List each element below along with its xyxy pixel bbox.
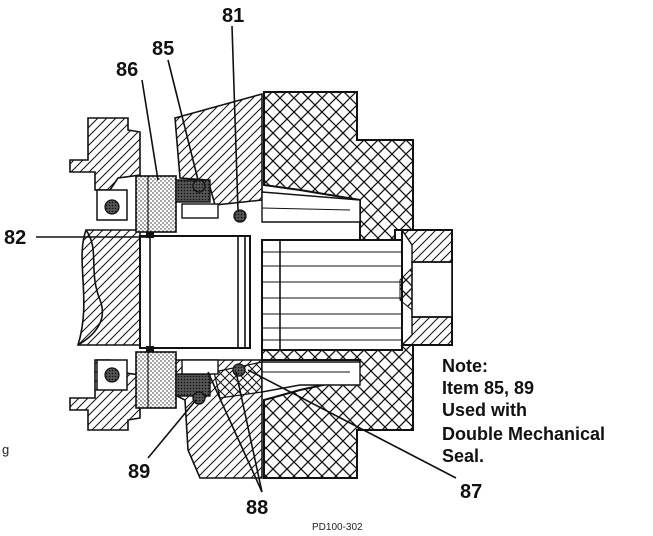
callout-82: 82 — [4, 227, 26, 249]
leader-85 — [167, 59, 199, 181]
drawing-number: PD100-302 — [312, 522, 363, 533]
o-ring-85 — [192, 179, 206, 193]
leader-88b — [235, 371, 263, 493]
callout-87: 87 — [460, 481, 482, 503]
leader-lines — [36, 25, 457, 493]
seal-sleeve — [139, 232, 251, 352]
note-line-1: Note: — [442, 356, 488, 376]
leader-81 — [231, 25, 239, 211]
callout-81: 81 — [222, 5, 244, 27]
callout-85: 85 — [152, 38, 174, 60]
leader-86 — [141, 79, 159, 181]
callout-86: 86 — [116, 59, 138, 81]
leader-89 — [147, 399, 197, 459]
edge-text-fragment: g — [2, 442, 9, 457]
shaft-end-splines — [261, 239, 403, 351]
note-line-5: Seal. — [442, 446, 484, 466]
shaft-nut — [399, 229, 453, 346]
adapter-flange-section — [69, 117, 141, 431]
note-block: Note: Item 85, 89 Used with Double Mecha… — [442, 356, 605, 466]
note-line-3: Used with — [442, 400, 527, 420]
callout-88: 88 — [246, 497, 268, 519]
leader-87 — [247, 369, 457, 479]
stationary-seat — [175, 179, 219, 397]
note-line-4: Double Mechanical — [442, 424, 605, 444]
callout-89: 89 — [128, 461, 150, 483]
note-line-2: Item 85, 89 — [442, 378, 534, 398]
o-rings — [192, 179, 247, 405]
leader-88a — [207, 371, 263, 493]
shaft-section — [76, 229, 141, 346]
o-ring-88 — [232, 363, 246, 377]
seal-gland-86 — [135, 175, 177, 409]
o-ring-81 — [233, 209, 247, 223]
